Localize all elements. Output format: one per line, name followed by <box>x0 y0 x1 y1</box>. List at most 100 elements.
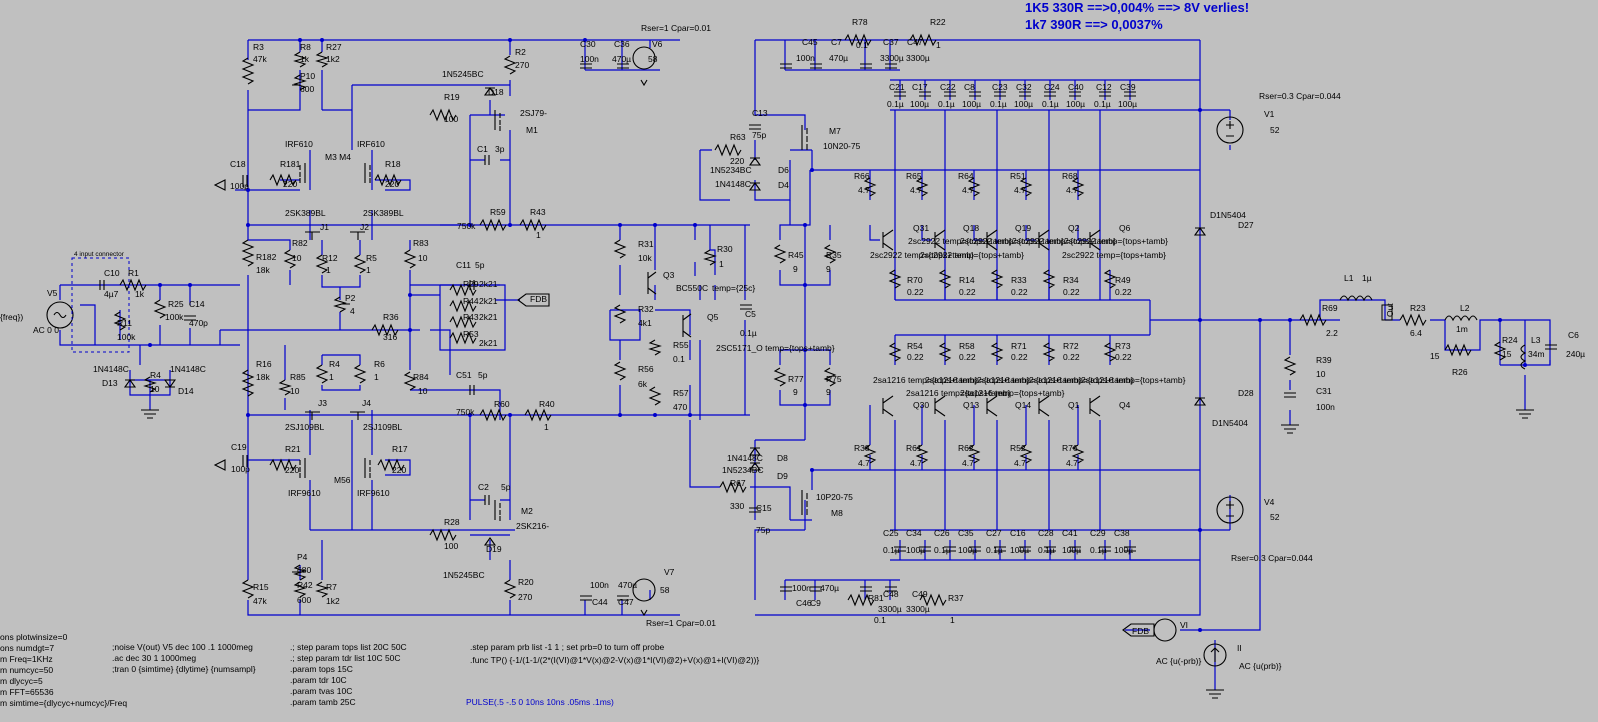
component-label: 470 <box>673 402 687 412</box>
cap-ref: C40 <box>1068 82 1084 92</box>
component-label: 270 <box>515 60 529 70</box>
component-label: Q5 <box>707 312 719 322</box>
component-label: 3300µ <box>906 604 930 614</box>
component-label: R44 <box>463 296 479 306</box>
component-label: 100n <box>580 54 599 64</box>
component-label: C5 <box>745 309 756 319</box>
component-label: R75 <box>826 374 842 384</box>
component-label: R37 <box>948 593 964 603</box>
component-label: M7 <box>829 126 841 136</box>
resistor-value: 0.22 <box>907 352 924 362</box>
resistor-ref: R49 <box>1115 275 1131 285</box>
component-label: 10 <box>150 384 160 394</box>
transistor-ref: Q14 <box>1015 400 1031 410</box>
directive-line: .param tvas 10C <box>290 686 352 696</box>
component-label: C49 <box>912 589 928 599</box>
cap-value: 100µ <box>958 545 977 555</box>
component-label: R1 <box>128 268 139 278</box>
component-label: R67 <box>730 478 746 488</box>
top-bank-caps <box>894 91 1136 97</box>
directive-line: .; step param tops list 20C 50C <box>290 642 407 652</box>
component-label: 47k <box>253 596 267 606</box>
component-label: Rser=0.3 Cpar=0.044 <box>1259 91 1341 101</box>
component-label: C6 <box>1568 330 1579 340</box>
component-label: J1 <box>320 222 329 232</box>
cap-ref: C17 <box>912 82 928 92</box>
component-label: C47 <box>618 597 634 607</box>
component-label: J4 <box>362 398 371 408</box>
component-label: V7 <box>664 567 675 577</box>
component-label: R4 <box>329 359 340 369</box>
component-label: D28 <box>1238 388 1254 398</box>
resistor-value: 0.22 <box>1115 352 1132 362</box>
directive-line: m Freq=1KHz <box>0 654 53 664</box>
component-label: IRF610 <box>285 139 313 149</box>
component-label: R60 <box>494 399 510 409</box>
bottom-bank-caps <box>894 546 1136 552</box>
component-label: 1N4148C <box>727 453 763 463</box>
component-label: 470µ <box>618 580 637 590</box>
resistor-value: 4.7 <box>962 185 974 195</box>
cap-value: 100µ <box>906 545 925 555</box>
directive-line: ;tran 0 {simtime} {dlytime} {numsampl} <box>112 664 256 674</box>
component-label: D13 <box>102 378 118 388</box>
component-label: 1k <box>135 289 145 299</box>
component-label: R6 <box>374 359 385 369</box>
component-label: 2SC5171_O temp={tops+tamb} <box>716 343 835 353</box>
component-label: C46 <box>796 598 812 608</box>
resistor-value: 0.22 <box>1011 352 1028 362</box>
resistor-ref: R61 <box>906 443 922 453</box>
component-label: L2 <box>1460 303 1470 313</box>
component-label: R21 <box>285 444 301 454</box>
cap-ref: C28 <box>1038 528 1054 538</box>
component-label: 1N5234BC <box>710 165 752 175</box>
transistor-model: 2sa1216 temp={tops+tamb} <box>1081 375 1186 385</box>
cap-value: 100µ <box>910 99 929 109</box>
input-connector-box <box>71 257 130 353</box>
component-label: 2k21 <box>479 312 498 322</box>
resistor-ref: R51 <box>1010 171 1026 181</box>
component-label: 0.1 <box>856 40 868 50</box>
component-label: C10 <box>104 268 120 278</box>
component-label: V6 <box>652 39 663 49</box>
directive-line: .func TP() {-1/(1-1/(2*(I(VI)@1*V(x)@2-V… <box>470 655 759 665</box>
resistor-ref: R34 <box>1063 275 1079 285</box>
transistor-model: 2sa1216 temp={tops+tamb} <box>1029 375 1134 385</box>
component-label: 1k <box>300 54 310 64</box>
component-label: R82 <box>292 238 308 248</box>
component-label: 3300µ <box>878 604 902 614</box>
component-label: 10 <box>290 386 300 396</box>
cap-value: 0.1µ <box>887 99 904 109</box>
component-label: R63 <box>730 132 746 142</box>
cap-value: 100µ <box>962 99 981 109</box>
component-label: R40 <box>539 399 555 409</box>
component-label: 750k <box>456 407 475 417</box>
component-label: D27 <box>1238 220 1254 230</box>
component-label: 1 <box>366 265 371 275</box>
component-label: R17 <box>392 444 408 454</box>
component-label: R59 <box>490 207 506 217</box>
cap-ref: C29 <box>1090 528 1106 538</box>
component-label: R36 <box>383 312 399 322</box>
transistor-model: 2sc2922 temp={tops+tamb} <box>1064 236 1168 246</box>
cap-value: 0.1µ <box>1094 99 1111 109</box>
component-label: AC {u(-prb)} <box>1156 656 1202 666</box>
net-flag-fdb-1: FDB <box>530 294 547 304</box>
cap-ref: C35 <box>958 528 974 538</box>
cap-ref: C16 <box>1010 528 1026 538</box>
component-label: R32 <box>638 304 654 314</box>
pnp-bank <box>882 395 1101 417</box>
component-label: Rser=1 Cpar=0.01 <box>646 618 716 628</box>
directive-line: ;noise V(out) V5 dec 100 .1 1000meg <box>112 642 253 652</box>
component-label: 1N5234BC <box>722 465 764 475</box>
component-label: R84 <box>413 372 429 382</box>
cap-ref: C22 <box>940 82 956 92</box>
component-label: R5 <box>366 253 377 263</box>
component-label: P10 <box>300 71 315 81</box>
resistor-value: 0.22 <box>1115 287 1132 297</box>
source-v7 <box>632 578 656 602</box>
component-label: 1 <box>536 230 541 240</box>
resistor-value: 4.7 <box>858 185 870 195</box>
component-label: L3 <box>1531 335 1541 345</box>
transistor-ref: Q2 <box>1068 223 1080 233</box>
